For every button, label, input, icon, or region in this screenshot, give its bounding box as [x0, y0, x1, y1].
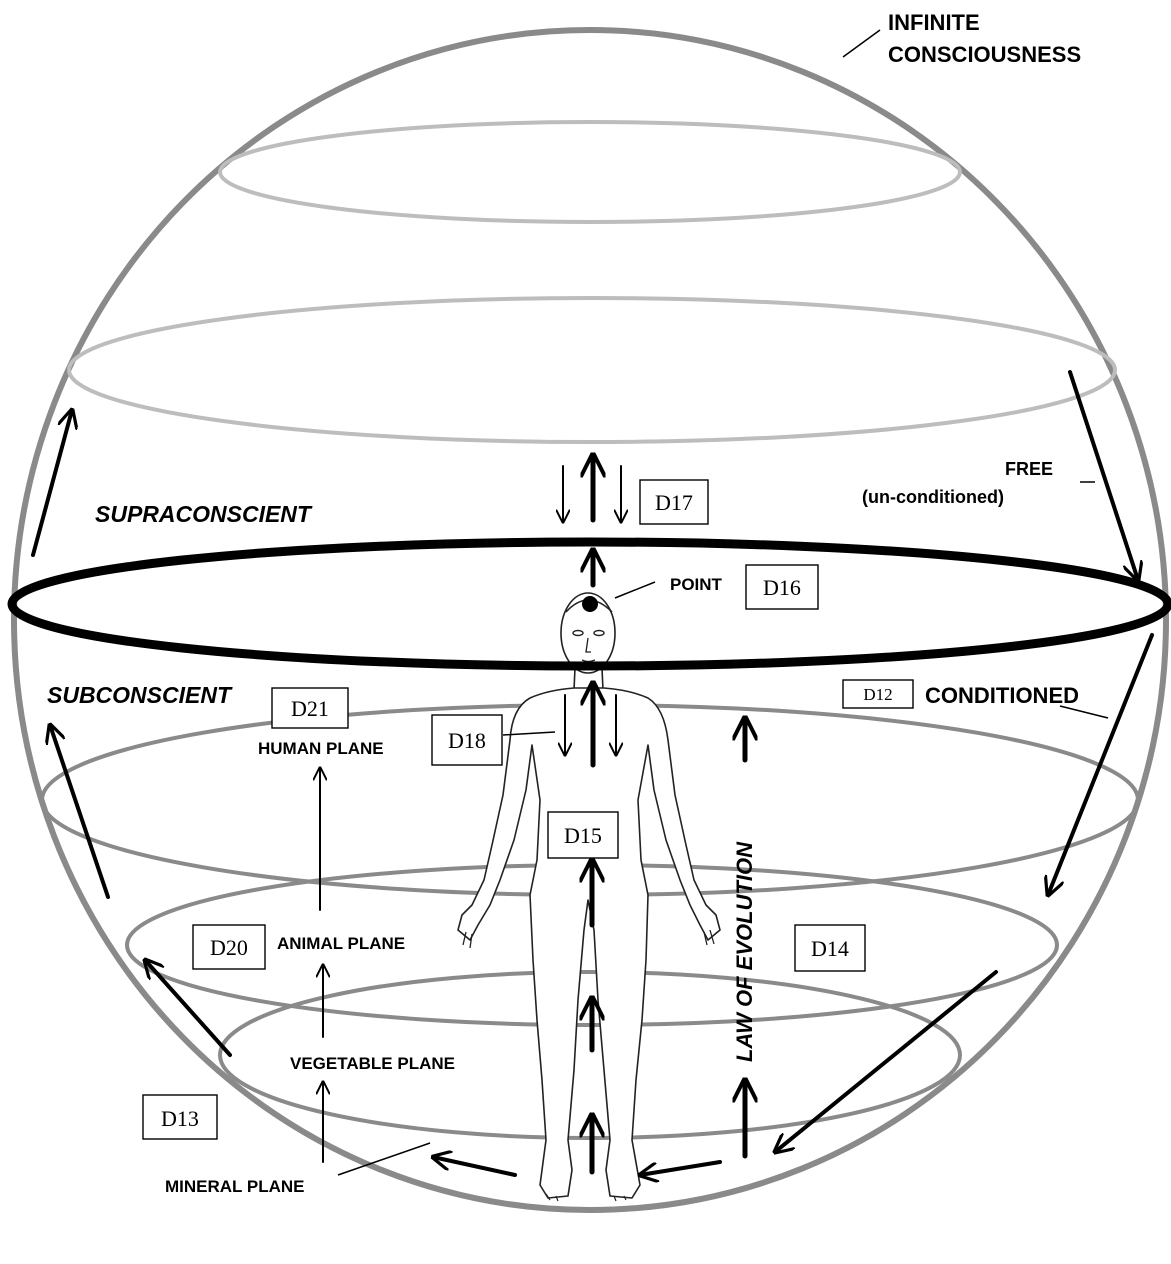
box-d13: D13 [142, 1094, 218, 1140]
supraconscient-label: SUPRACONSCIENT [95, 501, 313, 527]
svg-text:D16: D16 [763, 575, 801, 600]
box-d14: D14 [794, 924, 866, 972]
cycle-arrows [31, 370, 1154, 1175]
human-plane-label: HUMAN PLANE [258, 739, 384, 758]
box-d21: D21 [271, 687, 349, 729]
box-d12: D12 [842, 679, 914, 709]
central-arrows [563, 452, 621, 1175]
conditioned-label: CONDITIONED [925, 683, 1079, 708]
box-d20: D20 [192, 924, 266, 970]
vegetable-plane-label: VEGETABLE PLANE [290, 1054, 455, 1073]
consciousness-label: CONSCIOUSNESS [888, 42, 1081, 67]
box-d15: D15 [547, 811, 619, 859]
unconditioned-label: (un-conditioned) [862, 487, 1004, 507]
eye-left [572, 629, 584, 637]
equator-ring [7, 537, 1171, 671]
svg-text:D21: D21 [291, 696, 329, 721]
svg-text:D17: D17 [655, 490, 693, 515]
subconscient-label: SUBCONSCIENT [47, 682, 233, 708]
leader-lines [337, 29, 1109, 1176]
animal-plane-label: ANIMAL PLANE [277, 934, 405, 953]
upper-ring-top [218, 120, 962, 224]
svg-text:D20: D20 [210, 935, 248, 960]
mineral-plane-label: MINERAL PLANE [165, 1177, 304, 1196]
upper-ring-second [67, 296, 1117, 444]
svg-text:D12: D12 [863, 685, 892, 704]
human-figure [457, 592, 721, 1202]
box-d18: D18 [431, 714, 503, 766]
svg-text:D18: D18 [448, 728, 486, 753]
head [560, 592, 616, 674]
eye-right [593, 629, 605, 637]
box-d17: D17 [639, 479, 709, 525]
free-label: FREE [1005, 459, 1053, 479]
svg-text:D14: D14 [811, 936, 849, 961]
svg-text:D15: D15 [564, 823, 602, 848]
point-label: POINT [670, 575, 723, 594]
plane-arrows [320, 768, 323, 1163]
svg-text:D13: D13 [161, 1106, 199, 1131]
law-of-evolution-label: LAW OF EVOLUTION [732, 841, 757, 1062]
box-d16: D16 [745, 564, 819, 610]
point-dot [582, 596, 598, 612]
sphere-outline [11, 27, 1169, 1213]
infinite-label: INFINITE [888, 10, 980, 35]
